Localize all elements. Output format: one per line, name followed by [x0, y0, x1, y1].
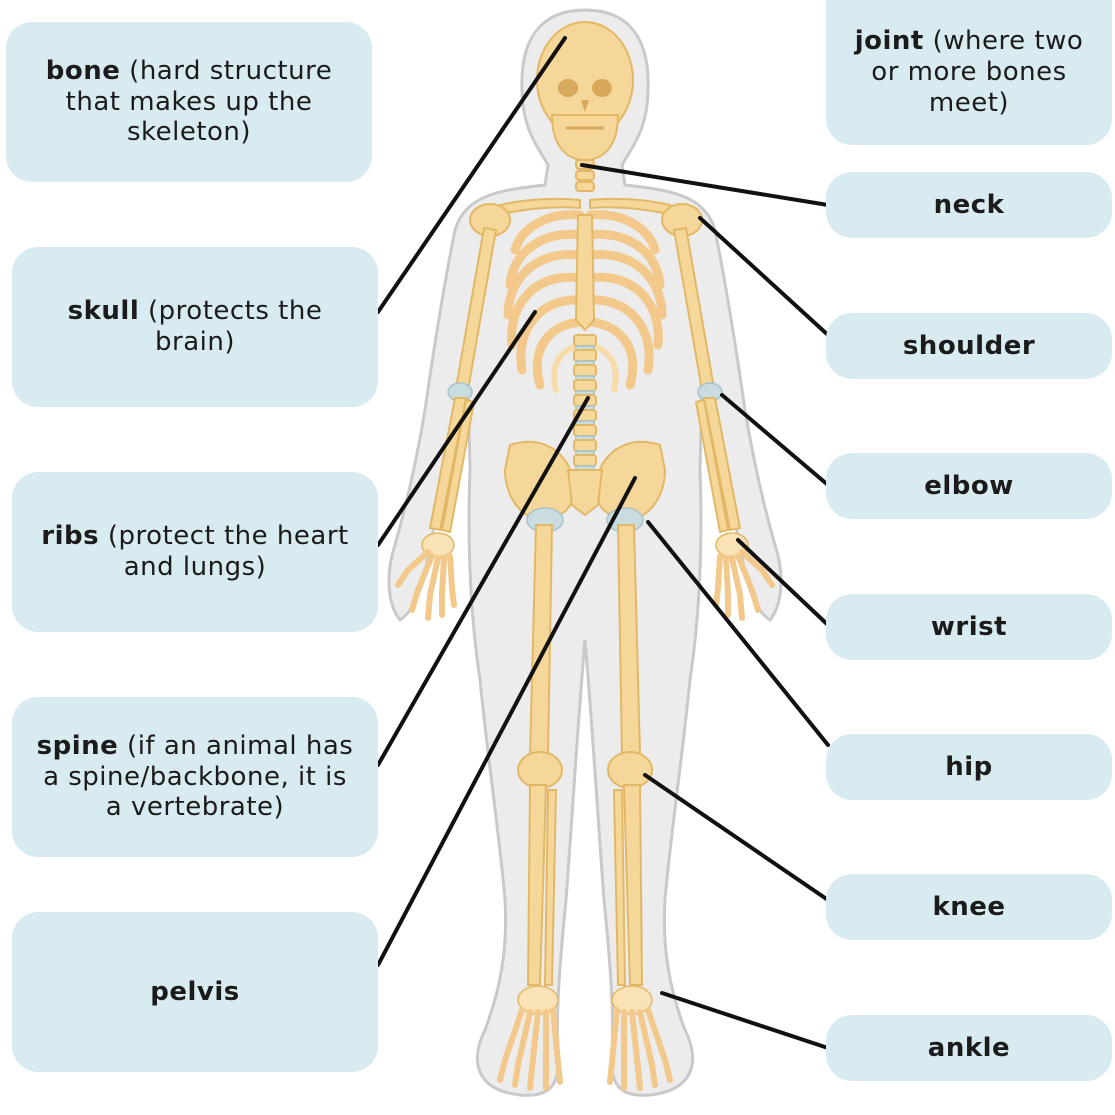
desc-skull: (protects the brain)	[139, 296, 322, 357]
term-pelvis: pelvis	[150, 977, 240, 1007]
term-ankle: ankle	[928, 1033, 1010, 1064]
label-neck: neck	[826, 172, 1112, 238]
vertebra	[574, 335, 596, 346]
vertebra	[574, 350, 596, 361]
term-joint: joint	[855, 26, 924, 56]
label-ribs: ribs (protect the heart and lungs)	[12, 472, 378, 632]
term-elbow: elbow	[924, 471, 1014, 502]
label-spine: spine (if an animal has a spine/backbone…	[12, 697, 378, 857]
vertebra	[574, 365, 596, 376]
label-ankle: ankle	[826, 1015, 1112, 1081]
label-knee: knee	[826, 874, 1112, 940]
term-spine: spine	[37, 731, 119, 761]
vertebra	[574, 425, 596, 436]
term-neck: neck	[934, 190, 1005, 221]
label-joint: joint (where two or more bones meet)	[826, 0, 1112, 145]
label-wrist: wrist	[826, 594, 1112, 660]
term-ribs: ribs	[41, 521, 99, 551]
term-wrist: wrist	[931, 612, 1007, 643]
label-shoulder: shoulder	[826, 313, 1112, 379]
vertebra	[574, 440, 596, 451]
label-elbow: elbow	[826, 453, 1112, 519]
term-bone: bone	[46, 56, 121, 86]
term-shoulder: shoulder	[903, 331, 1035, 362]
term-hip: hip	[945, 752, 993, 783]
label-hip: hip	[826, 734, 1112, 800]
term-knee: knee	[932, 892, 1005, 923]
term-skull: skull	[68, 296, 140, 326]
label-pelvis: pelvis	[12, 912, 378, 1072]
desc-ribs: (protect the heart and lungs)	[99, 521, 349, 582]
vertebra	[574, 380, 596, 391]
vertebra	[574, 455, 596, 466]
label-bone: bone (hard structure that makes up the s…	[6, 22, 372, 182]
label-skull: skull (protects the brain)	[12, 247, 378, 407]
